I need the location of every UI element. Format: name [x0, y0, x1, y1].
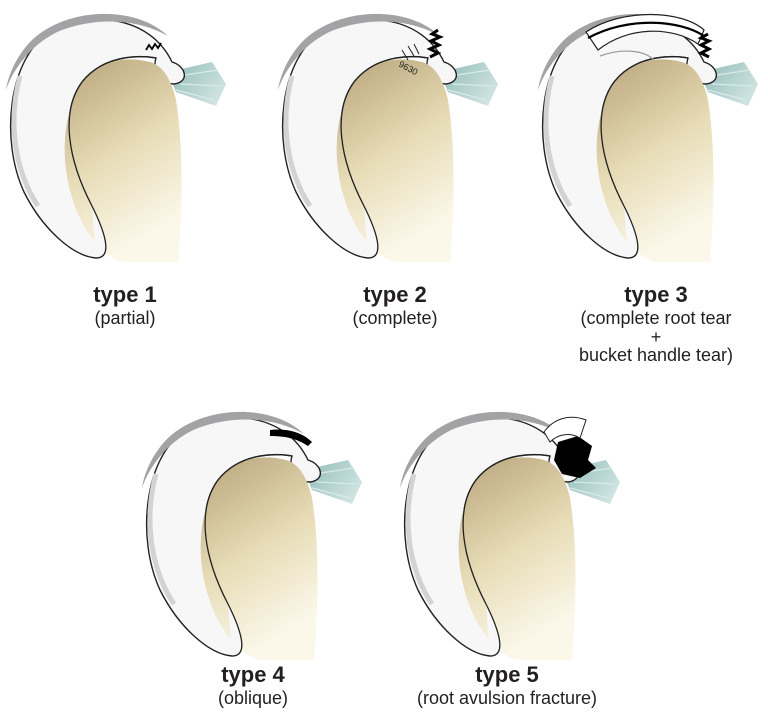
complete-tear-mark [426, 28, 444, 59]
root-tear-mark [697, 32, 713, 59]
caption-type2: type 2 (complete) [310, 282, 480, 329]
caption-title: type 4 [221, 662, 285, 687]
caption-subtitle: (oblique) [217, 687, 289, 708]
oblique-tear-mark [270, 429, 312, 446]
caption-title: type 1 [93, 282, 157, 307]
caption-type3: type 3 (complete root tear + bucket hand… [548, 282, 764, 367]
caption-type1: type 1 (partial) [40, 282, 210, 329]
caption-subtitle: (complete) [352, 307, 438, 328]
caption-type4: type 4 (oblique) [168, 662, 338, 709]
panel-type2: 9630 [278, 14, 498, 262]
panel-type1 [6, 14, 226, 262]
caption-type5: type 5 (root avulsion fracture) [392, 662, 622, 709]
caption-title: type 2 [363, 282, 427, 307]
caption-subtitle-line1: (complete root tear [580, 307, 732, 328]
caption-title: type 3 [624, 282, 688, 307]
caption-subtitle-line3: bucket handle tear) [578, 345, 734, 366]
caption-subtitle-plus: + [650, 327, 662, 348]
partial-tear-mark [145, 42, 162, 51]
avulsion-fragment [554, 436, 596, 478]
caption-subtitle: (partial) [94, 307, 156, 328]
panel-type5 [400, 412, 620, 660]
caption-title: type 5 [475, 662, 539, 687]
panel-type4 [142, 412, 362, 660]
panel-type3 [538, 14, 758, 262]
caption-subtitle: (root avulsion fracture) [416, 687, 598, 708]
